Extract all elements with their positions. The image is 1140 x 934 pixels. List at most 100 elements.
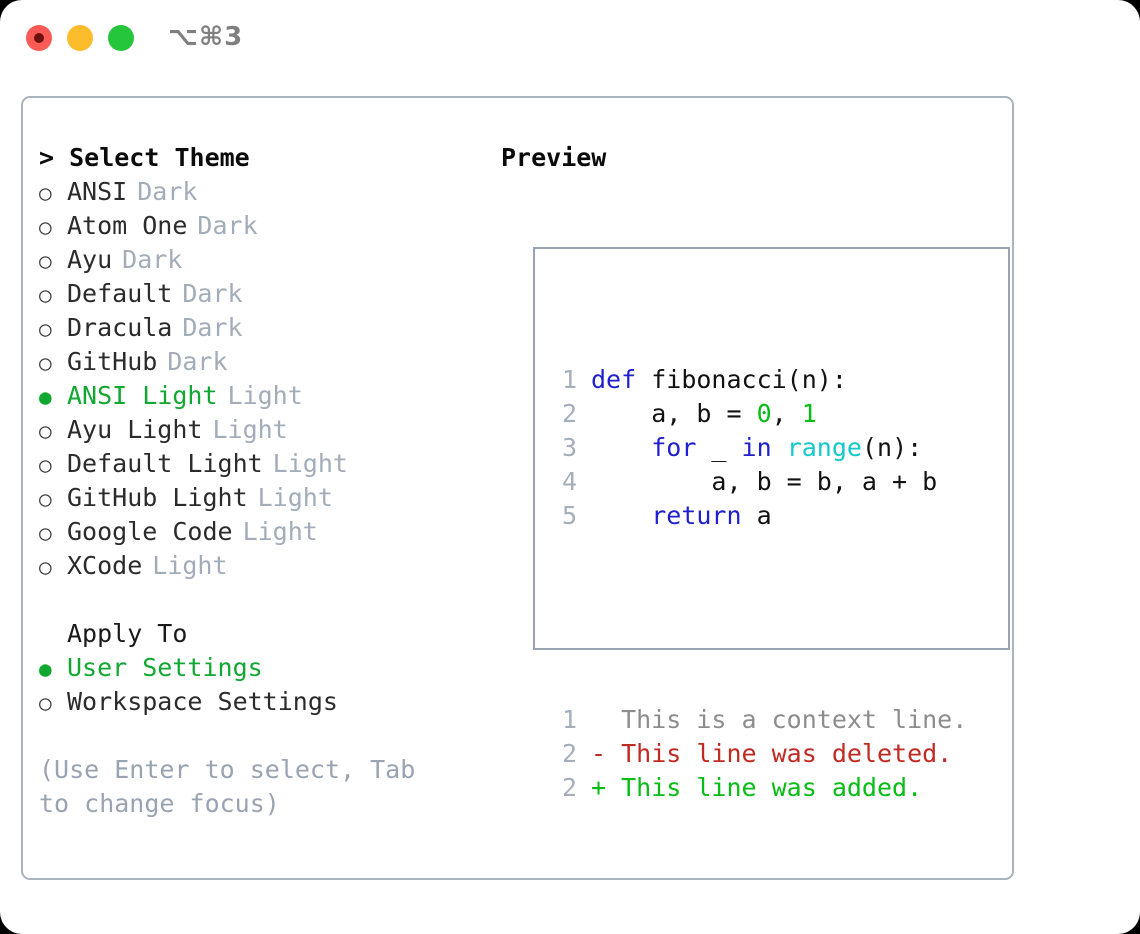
code-token-txt	[772, 433, 787, 462]
theme-option-atom-one[interactable]: ○ Atom One Dark	[39, 209, 489, 243]
theme-option-ayu-light[interactable]: ○ Ayu Light Light	[39, 413, 489, 447]
window-controls	[26, 25, 134, 51]
code-token-txt: _	[696, 433, 742, 462]
select-theme-heading: > Select Theme	[39, 143, 250, 172]
radio-unselected-icon[interactable]: ○	[39, 419, 52, 443]
radio-unselected-icon[interactable]: ○	[39, 521, 52, 545]
close-button[interactable]	[26, 25, 52, 51]
apply-to-list: ●User Settings○Workspace Settings	[39, 651, 489, 719]
theme-option-variant: Light	[212, 415, 288, 444]
radio-unselected-icon[interactable]: ○	[39, 453, 52, 477]
theme-option-ayu[interactable]: ○ Ayu Dark	[39, 243, 489, 277]
code-line: 2 a, b = 0, 1	[553, 397, 1002, 431]
code-token-txt: a, b = b, a + b	[591, 467, 938, 496]
theme-option-label: Atom One	[67, 211, 188, 240]
code-token-ctx: This is a context line.	[591, 705, 968, 734]
list-spacer	[39, 583, 489, 617]
code-token-txt	[591, 433, 651, 462]
theme-option-ansi[interactable]: ○ ANSI Dark	[39, 175, 489, 209]
theme-option-label: Ayu	[67, 245, 113, 274]
code-diff-gap	[553, 601, 1002, 635]
theme-option-variant: Dark	[197, 211, 258, 240]
line-number: 3	[561, 433, 577, 462]
theme-option-github-light[interactable]: ○ GitHub Light Light	[39, 481, 489, 515]
theme-option-label: ANSI Light	[67, 381, 218, 410]
code-line: 4 a, b = b, a + b	[553, 465, 1002, 499]
radio-unselected-icon[interactable]: ○	[39, 317, 52, 341]
theme-option-label: GitHub	[67, 347, 158, 376]
theme-option-variant: Dark	[182, 313, 243, 342]
line-number: 2	[561, 739, 577, 768]
line-number: 1	[561, 365, 577, 394]
theme-option-label: GitHub Light	[67, 483, 248, 512]
theme-option-variant: Light	[152, 551, 228, 580]
theme-option-variant: Dark	[167, 347, 228, 376]
code-token-num: 0	[756, 399, 772, 428]
code-line: 1 def fibonacci(n):	[553, 363, 1002, 397]
radio-unselected-icon[interactable]: ○	[39, 487, 52, 511]
theme-option-google-code[interactable]: ○ Google Code Light	[39, 515, 489, 549]
line-number: 4	[561, 467, 577, 496]
maximize-button[interactable]	[108, 25, 134, 51]
theme-option-variant: Dark	[137, 177, 198, 206]
radio-unselected-icon[interactable]: ○	[39, 351, 52, 375]
radio-selected-icon[interactable]: ●	[39, 385, 52, 409]
code-token-kw: for	[651, 433, 697, 462]
theme-option-variant: Light	[227, 381, 303, 410]
code-token-kw: in	[741, 433, 772, 462]
theme-option-label: Default Light	[67, 449, 263, 478]
preview-heading: Preview	[501, 143, 607, 172]
theme-option-xcode[interactable]: ○ XCode Light	[39, 549, 489, 583]
apply-to-option-user-settings[interactable]: ●User Settings	[39, 651, 489, 685]
line-number: 5	[561, 501, 577, 530]
theme-option-variant: Dark	[182, 279, 243, 308]
theme-option-label: ANSI	[67, 177, 128, 206]
minimize-button[interactable]	[67, 25, 93, 51]
theme-option-github[interactable]: ○ GitHub Dark	[39, 345, 489, 379]
keyboard-hint: (Use Enter to select, Tab to change focu…	[39, 755, 416, 818]
theme-option-default[interactable]: ○ Default Dark	[39, 277, 489, 311]
code-line: 5 return a	[553, 499, 1002, 533]
theme-option-dracula[interactable]: ○ Dracula Dark	[39, 311, 489, 345]
code-token-bi: range	[786, 433, 862, 462]
code-token-kw: return	[651, 501, 742, 530]
code-token-kw: def	[591, 365, 652, 394]
title-bar: ⌥⌘3	[0, 0, 1140, 78]
theme-option-label: Ayu Light	[67, 415, 203, 444]
diff-line: 2+ This line was added.	[553, 771, 1002, 805]
apply-to-option-workspace-settings[interactable]: ○Workspace Settings	[39, 685, 489, 719]
theme-option-label: Google Code	[67, 517, 233, 546]
keyboard-shortcut-label: ⌥⌘3	[168, 22, 244, 52]
radio-selected-icon[interactable]: ●	[39, 657, 52, 681]
radio-unselected-icon[interactable]: ○	[39, 283, 52, 307]
code-token-txt: a, b =	[591, 399, 757, 428]
line-number: 2	[561, 399, 577, 428]
code-token-num: 1	[801, 399, 817, 428]
theme-option-ansi-light[interactable]: ● ANSI Light Light	[39, 379, 489, 413]
theme-option-label: XCode	[67, 551, 143, 580]
theme-option-variant: Dark	[122, 245, 183, 274]
radio-unselected-icon[interactable]: ○	[39, 215, 52, 239]
code-token-txt: (n):	[861, 433, 923, 462]
radio-unselected-icon[interactable]: ○	[39, 249, 52, 273]
theme-option-label: Default	[67, 279, 173, 308]
code-token-txt: fibonacci(n):	[651, 365, 847, 394]
theme-option-variant: Light	[257, 483, 333, 512]
theme-option-variant: Light	[242, 517, 318, 546]
theme-option-label: Dracula	[67, 313, 173, 342]
apply-to-heading: Apply To	[67, 619, 188, 648]
diff-line: 2- This line was deleted.	[553, 737, 1002, 771]
radio-unselected-icon[interactable]: ○	[39, 691, 52, 715]
code-line: 3 for _ in range(n):	[553, 431, 1002, 465]
radio-unselected-icon[interactable]: ○	[39, 181, 52, 205]
radio-unselected-icon[interactable]: ○	[39, 555, 52, 579]
code-token-txt	[591, 501, 651, 530]
